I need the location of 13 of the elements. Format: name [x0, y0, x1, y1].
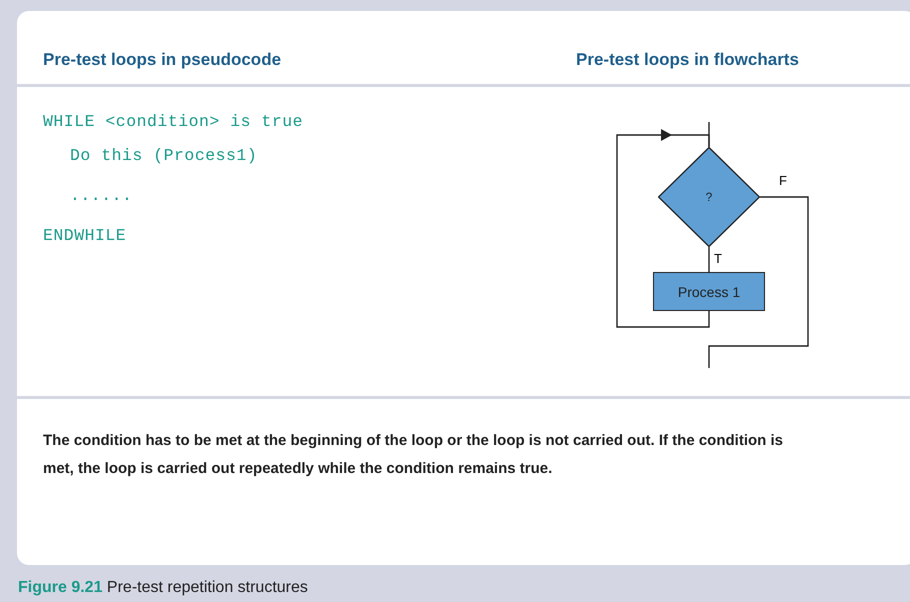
description-paragraph: The condition has to be met at the beginning of the loop or the loop is not carried out. If the condition is met, the loop is carried out repeatedly while the condition remains true.	[43, 431, 784, 479]
code-line: ENDWHILE	[43, 226, 126, 245]
decision-label: ?	[706, 190, 712, 204]
code-line: ......	[70, 186, 132, 205]
process-label: Process 1	[678, 284, 740, 300]
edge-label: T	[713, 251, 723, 266]
column-heading: Pre-test loops in pseudocode	[43, 50, 282, 70]
code-line: WHILE <condition> is true	[43, 112, 304, 131]
process-box	[653, 272, 765, 311]
figure-caption: Figure 9.21 Pre-test repetition structures	[18, 579, 308, 597]
edge-label: F	[778, 173, 788, 188]
column-heading: Pre-test loops in flowcharts	[576, 50, 799, 70]
code-line: Do this (Process1)	[70, 146, 258, 165]
